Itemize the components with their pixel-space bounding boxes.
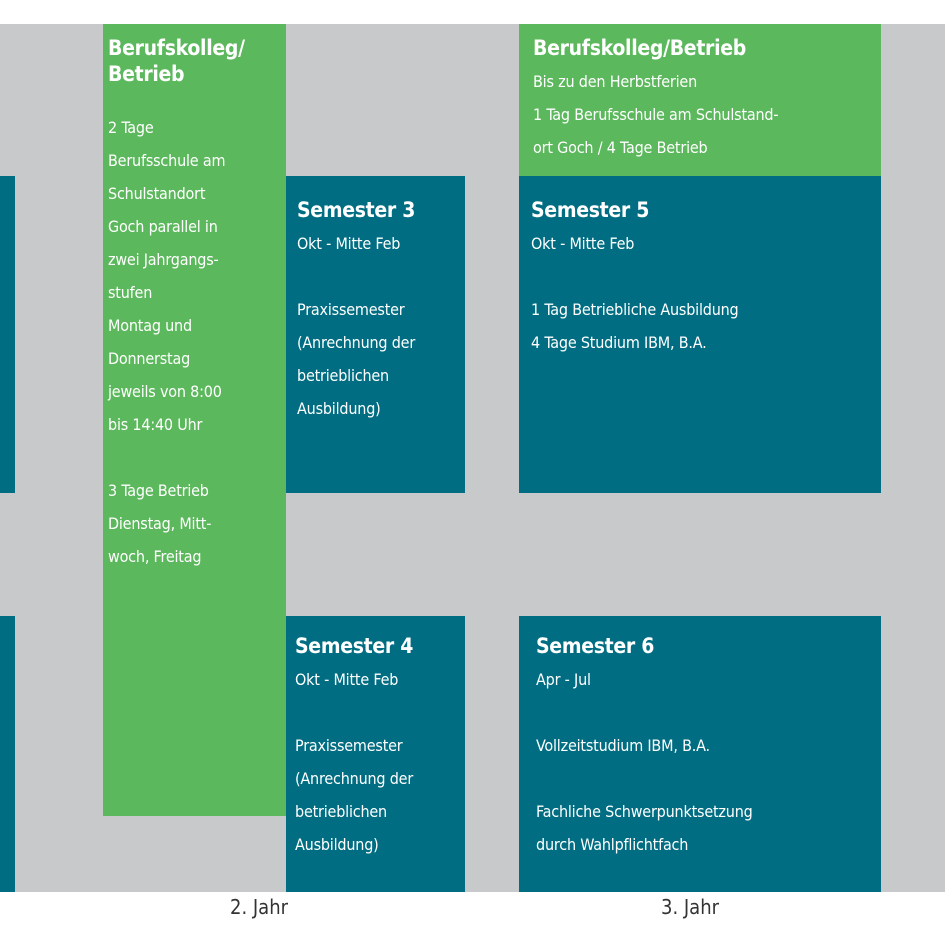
berufskolleg-line: Berufsschule am [108,151,226,170]
semester-4-period: Okt - Mitte Feb [295,670,399,689]
berufskolleg-line: 2 Tage [108,118,154,137]
berufskolleg-line: Montag und [108,316,192,335]
semester-4-line: (Anrechnung der [295,769,414,788]
semester-3-line: Ausbildung) [297,399,381,418]
semester-4-block: Semester 4 Okt - Mitte Feb Praxissemeste… [286,616,465,892]
semester-4-line: Ausbildung) [295,835,379,854]
semester-block-left-top-partial [0,176,15,493]
semester-3-period: Okt - Mitte Feb [297,234,401,253]
spacer [536,762,881,795]
year-label-2: 2. Jahr [230,895,288,919]
berufskolleg-line: stufen [108,283,153,302]
berufskolleg-line: Goch parallel in [108,217,218,236]
spacer [295,696,465,729]
berufskolleg-line: woch, Freitag [108,547,202,566]
semester-3-title: Semester 3 [297,198,416,222]
semester-4-line: Praxissemester [295,736,403,755]
berufskolleg-year3-line: 1 Tag Berufsschule am Schulstand- [533,105,779,124]
berufskolleg-year3-line: Bis zu den Herbstferien [533,72,697,91]
berufskolleg-year3-line: ort Goch / 4 Tage Betrieb [533,138,708,157]
spacer [297,260,465,293]
semester-3-line: betrieblichen [297,366,389,385]
berufskolleg-line: Schulstandort [108,184,206,203]
berufskolleg-year3-title: Berufskolleg/Betrieb [533,36,746,60]
semester-5-line: 4 Tage Studium IBM, B.A. [531,333,707,352]
semester-6-block: Semester 6 Apr - Jul Vollzeitstudium IBM… [519,616,881,892]
berufskolleg-line: 3 Tage Betrieb [108,481,209,500]
timeline-canvas: Berufskolleg/ Betrieb 2 Tage Berufsschul… [0,24,945,892]
spacer [536,696,881,729]
semester-3-line: (Anrechnung der [297,333,416,352]
berufskolleg-block-year3: Berufskolleg/Betrieb Bis zu den Herbstfe… [519,24,881,176]
berufskolleg-line: zwei Jahrgangs- [108,250,219,269]
spacer [531,260,881,293]
berufskolleg-title-line-2: Betrieb [108,62,185,86]
semester-5-period: Okt - Mitte Feb [531,234,635,253]
berufskolleg-line: bis 14:40 Uhr [108,415,203,434]
semester-3-block: Semester 3 Okt - Mitte Feb Praxissemeste… [286,176,465,493]
semester-5-title: Semester 5 [531,198,650,222]
semester-4-line: betrieblichen [295,802,387,821]
semester-3-line: Praxissemester [297,300,405,319]
semester-4-title: Semester 4 [295,634,414,658]
berufskolleg-block-year2: Berufskolleg/ Betrieb 2 Tage Berufsschul… [103,24,286,816]
year-label-3: 3. Jahr [661,895,719,919]
semester-block-left-bottom-partial [0,616,15,892]
berufskolleg-line: Dienstag, Mitt- [108,514,212,533]
semester-6-line: Vollzeitstudium IBM, B.A. [536,736,710,755]
semester-6-line: durch Wahlpflichtfach [536,835,689,854]
semester-5-line: 1 Tag Betriebliche Ausbildung [531,300,739,319]
semester-5-block: Semester 5 Okt - Mitte Feb 1 Tag Betrieb… [519,176,881,493]
berufskolleg-line: jeweils von 8:00 [108,382,222,401]
berufskolleg-title-line-1: Berufskolleg/ [108,36,245,60]
semester-6-line: Fachliche Schwerpunktsetzung [536,802,753,821]
berufskolleg-line: Donnerstag [108,349,191,368]
spacer [108,441,286,474]
semester-6-title: Semester 6 [536,634,655,658]
semester-6-period: Apr - Jul [536,670,591,689]
